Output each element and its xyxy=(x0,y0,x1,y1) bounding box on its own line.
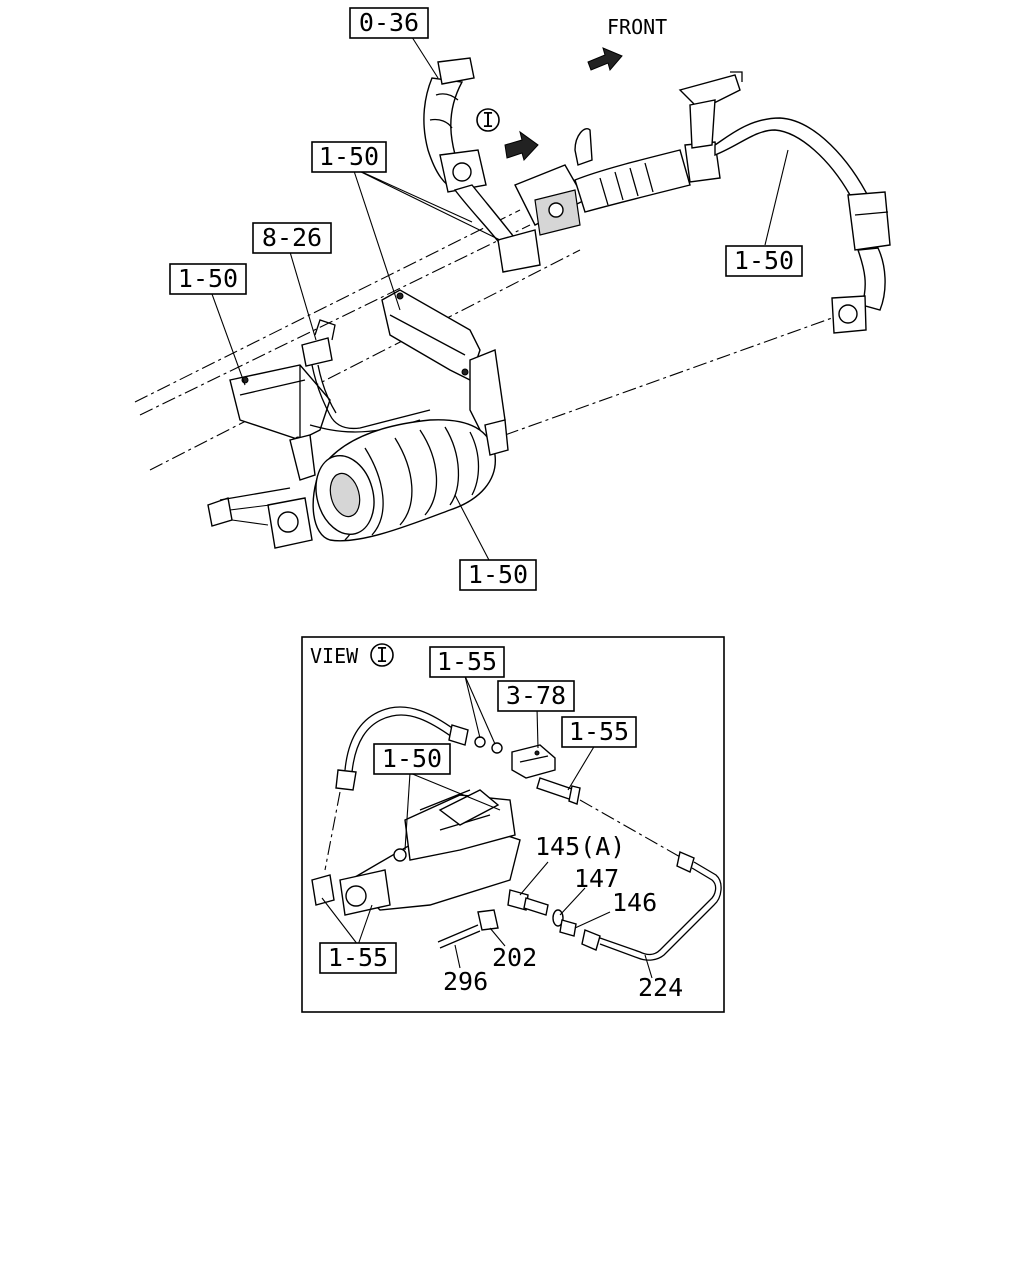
front-label: FRONT xyxy=(607,15,667,39)
callout-8-26: 8-26 xyxy=(252,222,332,254)
callout-0-36: 0-36 xyxy=(349,7,429,39)
callout-1-55-bolt-text: 1-55 xyxy=(569,717,629,746)
callout-1-55-bottom-text: 1-55 xyxy=(328,943,388,972)
part-number-202: 202 xyxy=(492,943,537,972)
middle-pipe-section xyxy=(514,71,743,236)
callout-8-26-text: 8-26 xyxy=(262,223,322,252)
part-number-296: 296 xyxy=(443,967,488,996)
callout-1-50-upper: 1-50 xyxy=(311,141,387,173)
view-marker-top-text: I xyxy=(482,108,494,132)
inset-leader-lines xyxy=(321,675,653,979)
callout-0-36-text: 0-36 xyxy=(359,8,419,37)
front-arrow-icon xyxy=(587,47,623,72)
frame-rails xyxy=(134,209,581,471)
sensor-harness xyxy=(301,319,431,433)
view-i-inset: VIEW I xyxy=(301,636,725,1013)
view-marker-top: I xyxy=(476,108,500,132)
front-exhaust-pipe xyxy=(423,57,541,273)
callout-1-50-bottom: 1-50 xyxy=(459,559,537,591)
part-number-224: 224 xyxy=(638,973,683,1002)
callout-1-50-right-text: 1-50 xyxy=(734,246,794,275)
callout-1-55-bottom: 1-55 xyxy=(319,942,397,974)
inlet-flange xyxy=(207,487,313,549)
part-number-145a: 145(A) xyxy=(535,832,625,861)
top-assembly: 0-36 1-50 8-26 1-50 1-50 1-50 FRONT I xyxy=(134,7,891,591)
callout-1-50-left-text: 1-50 xyxy=(178,264,238,293)
callout-1-50-upper-text: 1-50 xyxy=(319,142,379,171)
sensor-bracket xyxy=(511,744,556,779)
tail-pipe xyxy=(714,117,891,334)
view-title-marker: I xyxy=(370,643,394,667)
callout-1-55-bolt: 1-55 xyxy=(561,716,637,748)
connector-bolt xyxy=(536,777,581,805)
view-title-marker-text: I xyxy=(376,643,388,667)
callout-1-50-inset-text: 1-50 xyxy=(382,744,442,773)
pipe-224 xyxy=(579,799,722,961)
view-title: VIEW xyxy=(310,644,359,668)
callout-1-50-inset: 1-50 xyxy=(373,743,451,775)
callout-1-55-hose-text: 1-55 xyxy=(437,647,497,676)
top-leader-lines xyxy=(211,33,789,563)
flexible-hose xyxy=(324,706,503,871)
dpf-housing-inset xyxy=(311,789,521,916)
part-number-146: 146 xyxy=(612,888,657,917)
callout-3-78-text: 3-78 xyxy=(506,681,566,710)
hanger-brackets xyxy=(229,289,506,481)
callout-1-50-left: 1-50 xyxy=(169,263,247,295)
callout-3-78: 3-78 xyxy=(497,680,575,712)
view-direction-arrow-icon xyxy=(504,130,539,161)
part-number-147: 147 xyxy=(574,864,619,893)
connection-line-to-flange xyxy=(504,317,833,436)
dpf-converter xyxy=(312,419,509,542)
callout-1-55-hose: 1-55 xyxy=(429,646,505,678)
callout-1-50-bottom-text: 1-50 xyxy=(468,560,528,589)
callout-1-50-right: 1-50 xyxy=(725,245,803,277)
